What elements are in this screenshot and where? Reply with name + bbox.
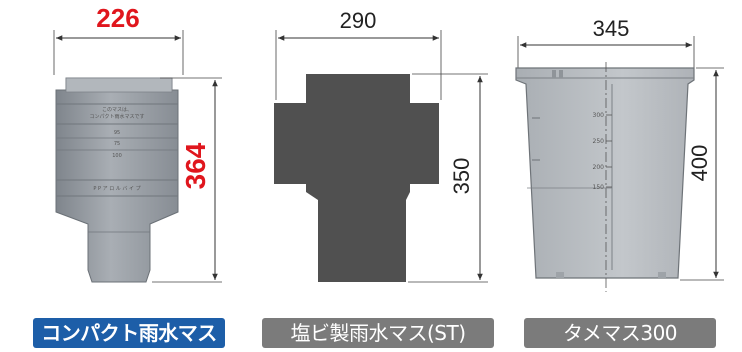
- compact-band-text-1: このマスは、: [102, 107, 132, 113]
- pvc-basin-body: [274, 74, 439, 282]
- tamemasu-rim-clip-1: [552, 70, 556, 78]
- compact-band-text-2: コンパクト雨水マスです: [89, 113, 144, 120]
- tamemasu-rim-clip-2: [559, 70, 563, 78]
- tamemasu-width-value: 345: [593, 16, 630, 41]
- compact-mark-95: 95: [114, 130, 120, 136]
- compact-basin-lid: [65, 77, 173, 93]
- tamemasu-height-value: 400: [687, 145, 712, 182]
- compact-basin-drawing: 226 このマスは、 コンパクト雨水マスです 95 75 100 P P ア ロ…: [53, 3, 222, 283]
- pvc-basin-drawing: 290 350: [274, 8, 488, 283]
- tamemasu-scale-250: 250: [593, 138, 605, 145]
- tamemasu-label: タメマス300: [524, 318, 716, 348]
- compact-basin-label: コンパクト雨水マス: [33, 318, 225, 348]
- tamemasu-scale-150: 150: [593, 184, 605, 191]
- tamemasu-foot-right: [658, 272, 666, 278]
- compact-band-text-3: P P ア ロ ル バ イ プ: [93, 186, 140, 192]
- tamemasu-drawing: 345 300 250 200 150 400: [515, 16, 724, 292]
- pvc-height-value: 350: [449, 158, 474, 195]
- compact-width-value: 226: [96, 3, 139, 33]
- compact-mark-100: 100: [112, 153, 122, 159]
- tamemasu-scale-300: 300: [593, 112, 605, 119]
- compact-mark-75: 75: [114, 141, 120, 147]
- comparison-drawing: 226 このマスは、 コンパクト雨水マスです 95 75 100 P P ア ロ…: [53, 3, 724, 292]
- tamemasu-scale-200: 200: [593, 164, 605, 171]
- compact-height-value: 364: [180, 142, 211, 189]
- pvc-basin-label: 塩ビ製雨水マス(ST): [262, 318, 494, 348]
- pvc-width-value: 290: [340, 8, 377, 33]
- tamemasu-foot-left: [556, 272, 564, 278]
- tamemasu-body: [515, 67, 695, 279]
